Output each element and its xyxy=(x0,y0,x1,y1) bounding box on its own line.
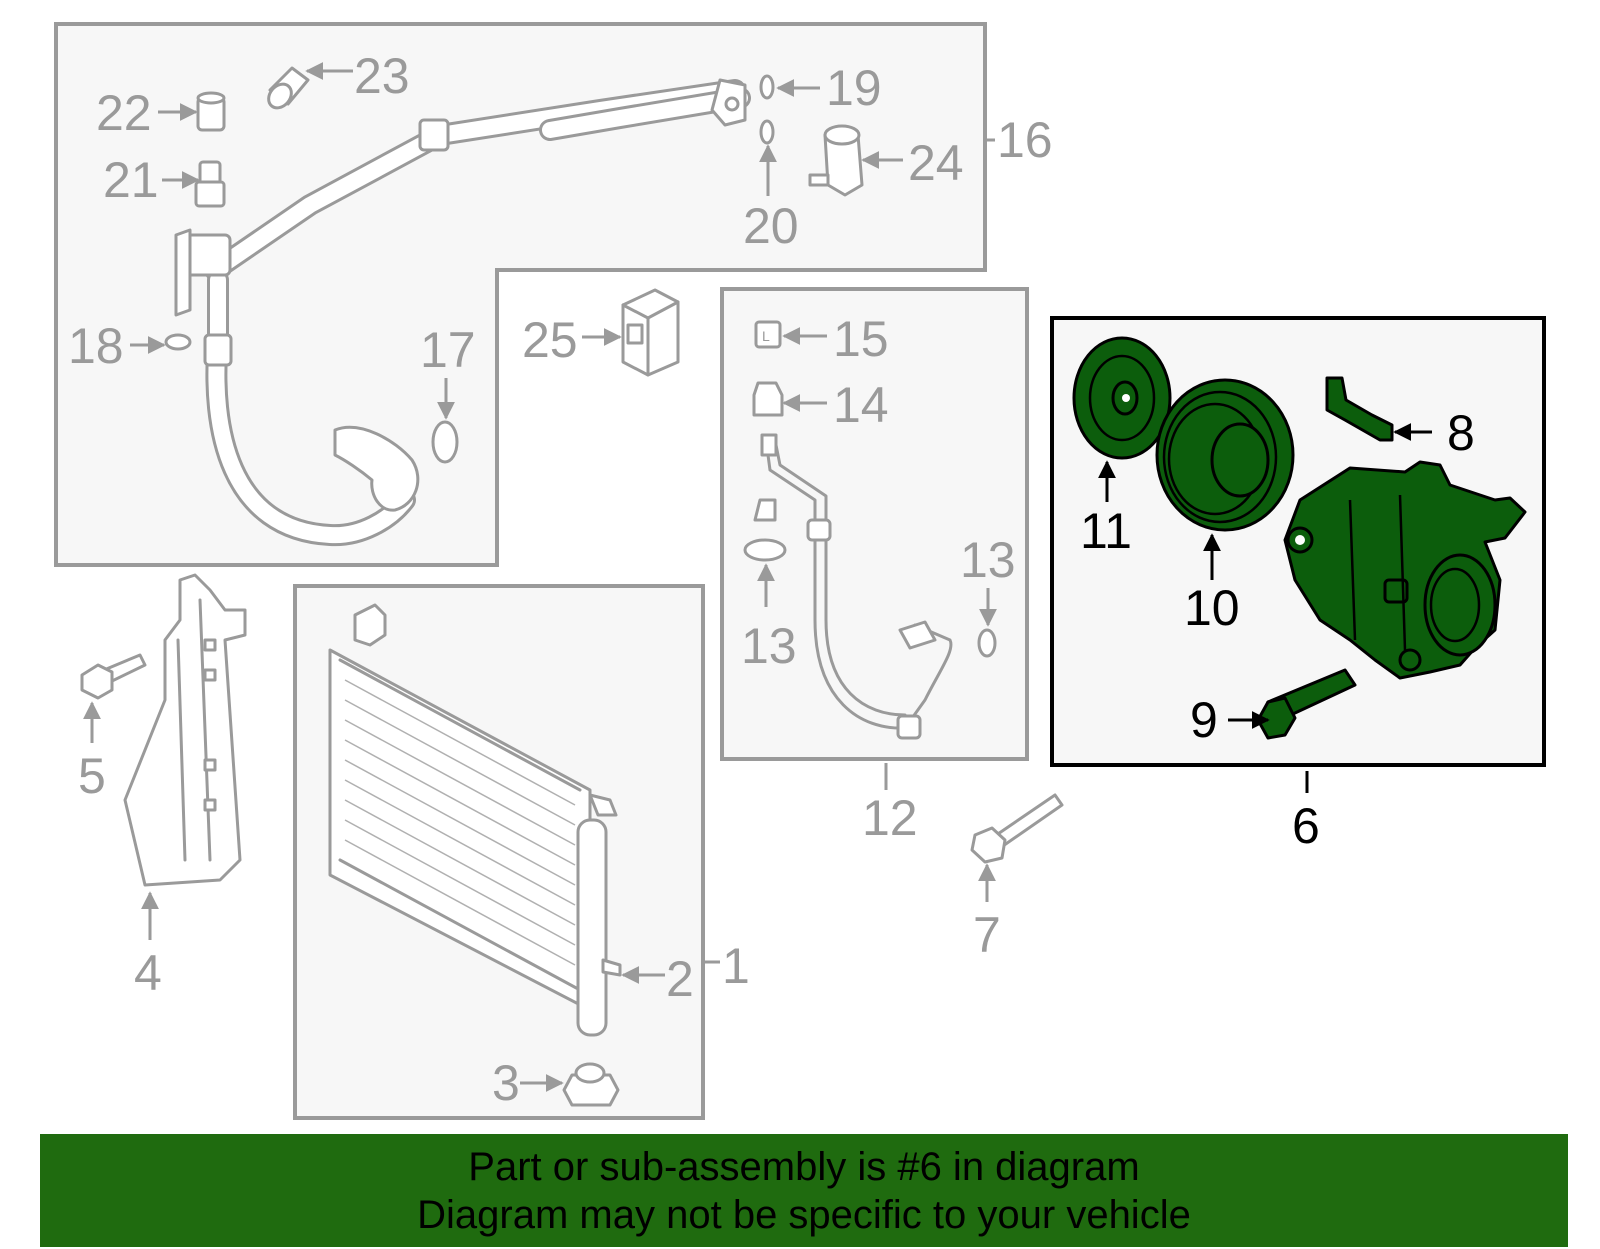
part-14-cap xyxy=(752,381,784,417)
part-19-o-ring xyxy=(759,74,775,100)
callout-6: 6 xyxy=(1292,798,1320,854)
callout-17: 17 xyxy=(420,322,476,378)
part-7-bolt xyxy=(970,793,1064,864)
part-18-o-ring xyxy=(164,333,192,351)
callout-8: 8 xyxy=(1447,405,1475,461)
callout-20: 20 xyxy=(743,198,799,254)
callout-10: 10 xyxy=(1184,580,1240,636)
callout-16: 16 xyxy=(997,112,1053,168)
part-23-cap xyxy=(267,66,310,110)
callout-25: 25 xyxy=(522,312,578,368)
part-20-o-ring xyxy=(759,119,775,145)
callout-21: 21 xyxy=(103,152,159,208)
callout-24: 24 xyxy=(908,135,964,191)
leader-lines xyxy=(83,62,1432,1092)
svg-text:L: L xyxy=(762,328,770,344)
part-5-bolt xyxy=(80,653,147,700)
part-13b-o-ring xyxy=(977,628,997,658)
part-15-cap: L xyxy=(754,320,782,349)
callout-13b: 13 xyxy=(960,532,1016,588)
condenser-part xyxy=(328,603,622,1037)
callout-14: 14 xyxy=(833,377,889,433)
part-24-valve xyxy=(808,124,864,197)
callout-11: 11 xyxy=(1080,503,1132,559)
callout-18: 18 xyxy=(68,318,124,374)
part-25-relay xyxy=(621,288,680,377)
part-17-o-ring xyxy=(431,420,459,464)
part-10-pulley xyxy=(1155,378,1295,532)
part-4-bracket xyxy=(123,573,247,887)
callout-labels: 23 22 21 18 17 19 20 24 16 25 15 14 13 1… xyxy=(68,48,1475,1111)
part-3-nut xyxy=(562,1062,620,1107)
callout-7: 7 xyxy=(973,907,1001,963)
part-21-valve xyxy=(194,160,226,208)
callout-9: 9 xyxy=(1190,692,1218,748)
callout-3: 3 xyxy=(492,1055,520,1111)
banner-line-1: Part or sub-assembly is #6 in diagram xyxy=(468,1144,1140,1189)
callout-2: 2 xyxy=(666,951,694,1007)
part-11-clutch-hub xyxy=(1072,336,1172,460)
part-13a-o-ring xyxy=(743,538,787,562)
callout-13a: 13 xyxy=(741,618,797,674)
callout-23: 23 xyxy=(354,48,410,104)
callout-22: 22 xyxy=(96,85,152,141)
part-22-cap xyxy=(196,91,226,132)
hose-assembly-part xyxy=(174,78,751,547)
discharge-hose-part xyxy=(753,433,953,740)
highlight-notice-banner: Part or sub-assembly is #6 in diagram Di… xyxy=(40,1134,1568,1247)
part-6-compressor xyxy=(1283,460,1527,680)
banner-line-2: Diagram may not be specific to your vehi… xyxy=(417,1192,1191,1237)
callout-5: 5 xyxy=(78,748,106,804)
discharge-hose-box xyxy=(720,287,1029,761)
callout-12: 12 xyxy=(862,790,918,846)
callout-19: 19 xyxy=(826,60,882,116)
part-8-bracket xyxy=(1325,376,1394,442)
callout-1: 1 xyxy=(722,938,750,994)
callout-4: 4 xyxy=(134,945,162,1001)
callout-15: 15 xyxy=(833,311,889,367)
hose-assembly-box xyxy=(54,22,987,567)
